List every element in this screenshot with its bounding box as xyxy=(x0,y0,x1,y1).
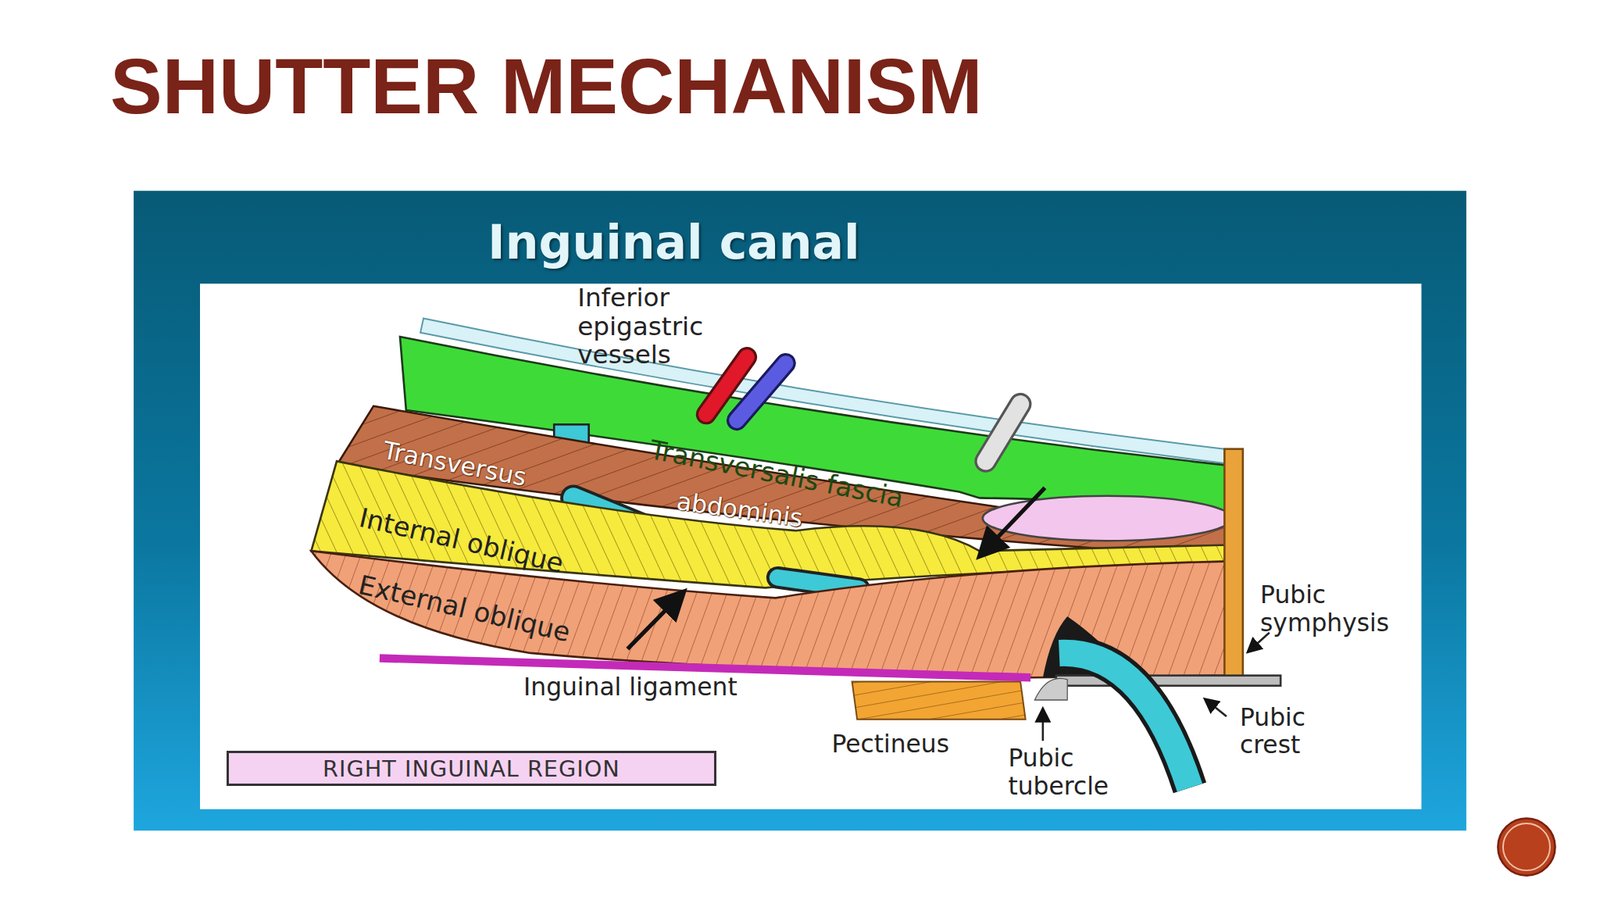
part-label: Pectineus xyxy=(831,730,950,758)
cord-outline xyxy=(1059,653,1190,789)
pectineus-muscle xyxy=(852,681,1026,719)
vein-outline xyxy=(736,363,786,421)
shutter-arrow xyxy=(627,593,682,650)
part-label: Transversus xyxy=(380,436,529,492)
part-label: Pubic symphysis xyxy=(1260,581,1414,636)
part-label: External oblique xyxy=(355,569,573,647)
part-label: Inferior epigastric vessels xyxy=(577,283,747,370)
epigastric-vein xyxy=(736,363,786,421)
symphysis-bar xyxy=(1224,449,1243,680)
shutter-arrow xyxy=(981,487,1045,554)
part-label: abdominis xyxy=(675,487,805,533)
pubic-crest-bone xyxy=(1056,675,1281,686)
vas-outline xyxy=(985,403,1021,461)
deep-ring xyxy=(982,496,1233,541)
leader-arrow xyxy=(1042,710,1045,741)
part-label: Pubic tubercle xyxy=(1007,744,1151,800)
white-panel xyxy=(200,283,1422,810)
slide-button-ring xyxy=(1503,823,1550,871)
spermatic-cord xyxy=(1059,653,1190,789)
blue-panel xyxy=(133,190,1467,831)
part-label: Internal oblique xyxy=(356,502,566,579)
part-label: Inguinal ligament xyxy=(523,673,738,701)
pubic-tubercle-bone xyxy=(1034,678,1068,700)
vas-tube xyxy=(985,403,1021,461)
slide-title: SHUTTER MECHANISM xyxy=(110,46,983,125)
region-label: RIGHT INGUINAL REGION xyxy=(322,755,621,783)
region-box: RIGHT INGUINAL REGION xyxy=(226,750,717,786)
leader-arrow xyxy=(1206,700,1227,717)
slide-button xyxy=(1497,818,1555,876)
panel-heading: Inguinal canal xyxy=(487,216,860,269)
part-label: Pubic crest xyxy=(1239,703,1343,759)
